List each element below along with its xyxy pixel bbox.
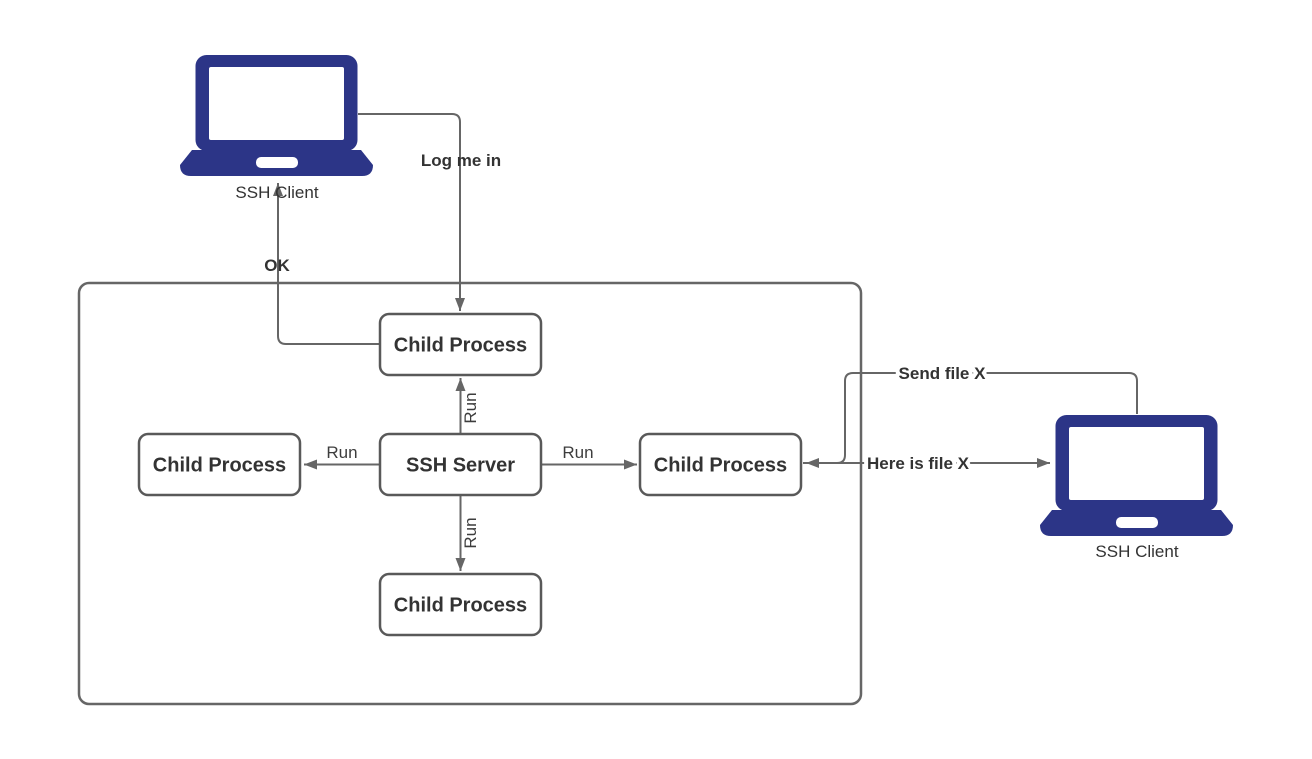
node-child-process-left: Child Process [137,432,302,497]
edge-ok [273,183,380,345]
node-child-process-top-box [378,312,543,377]
edge-label-run-left: Run [326,443,357,462]
node-child-process-right-label: Child Process [654,455,787,477]
edge-log-me-in [358,113,465,311]
edge-label-send-file-x: Send file X [899,364,987,383]
edge-label-log-me-in: Log me in [421,151,501,170]
caption-ssh-client-left: SSH Client [235,183,318,202]
caption-ssh-client-right: SSH Client [1095,542,1178,561]
node-child-process-right: Child Process [638,432,803,497]
node-child-process-left-box [137,432,302,497]
node-ssh-server: SSH Server [378,432,543,497]
edge-label-run-right: Run [562,443,593,462]
node-child-process-left-label: Child Process [153,455,286,477]
node-child-process-bottom: Child Process [378,572,543,637]
node-child-process-top: Child Process [378,312,543,377]
edge-label-here-is-file-x: Here is file X [867,454,970,473]
node-child-process-bottom-box [378,572,543,637]
node-child-process-bottom-label: Child Process [394,595,527,617]
node-child-process-right-box [638,432,803,497]
edge-send-file-x [806,372,1138,468]
edge-label-ok: OK [264,256,290,275]
laptop-icon-left [180,55,373,176]
node-ssh-server-box [378,432,543,497]
laptop-icon-right [1040,415,1233,536]
node-ssh-server-label: SSH Server [406,455,515,477]
edge-label-run-top: Run [461,392,480,423]
node-child-process-top-label: Child Process [394,335,527,357]
edge-label-run-bottom: Run [461,517,480,548]
